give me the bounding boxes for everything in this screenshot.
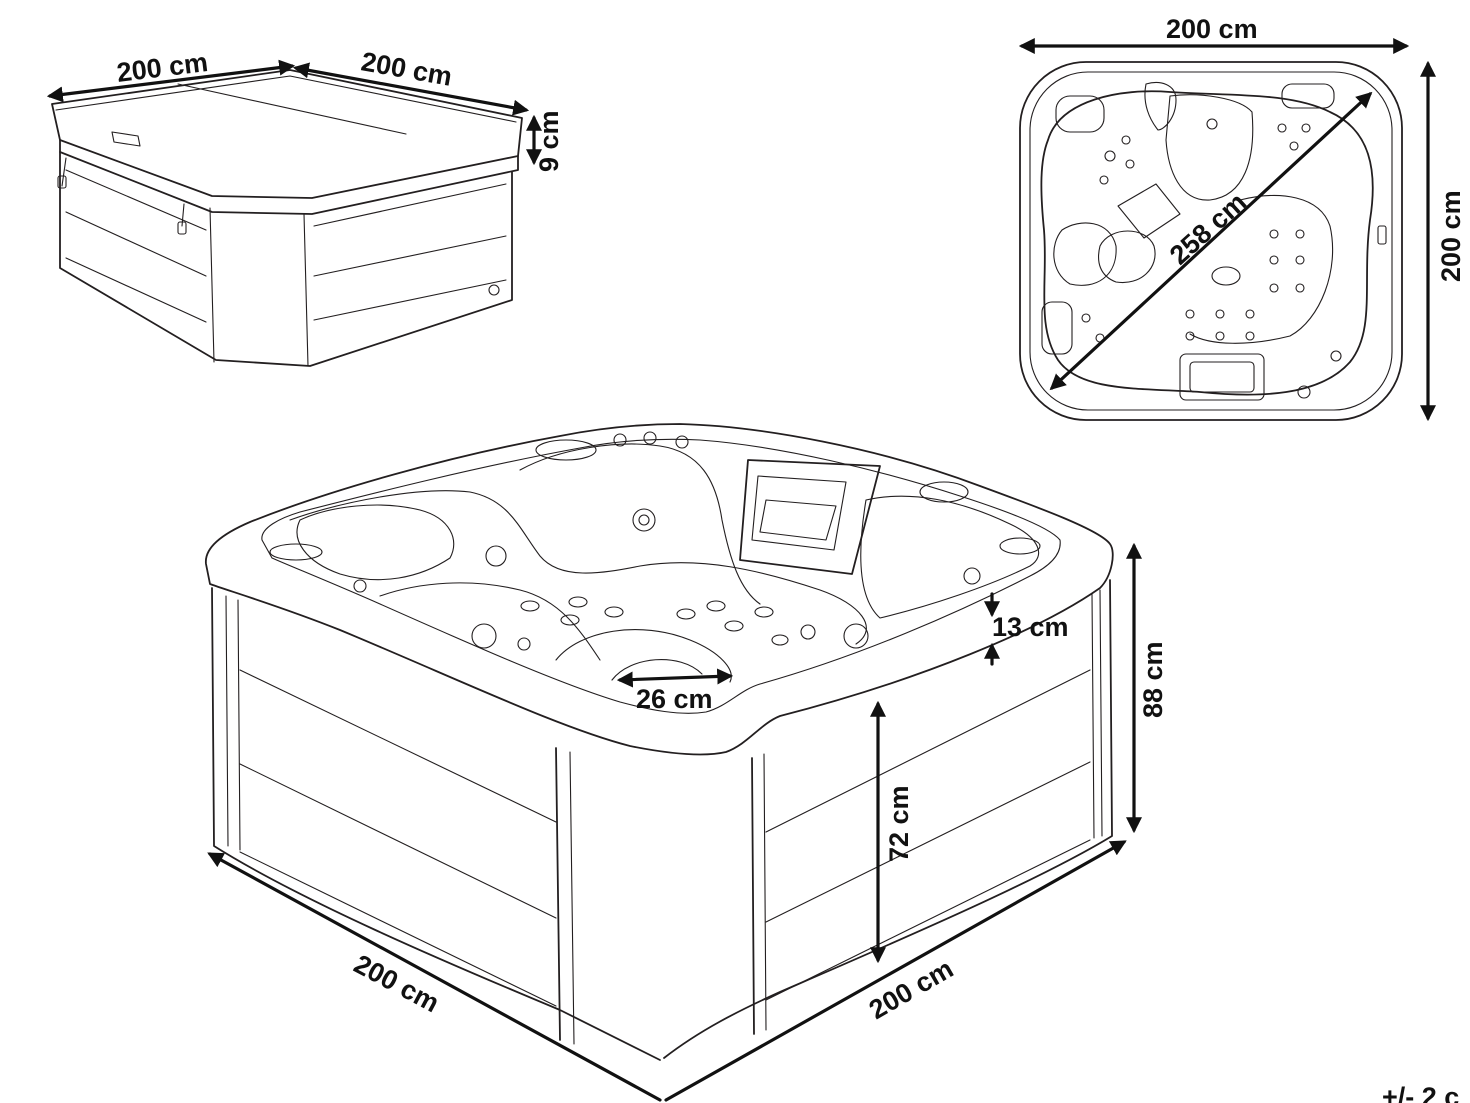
cover-depth-label: 200 cm <box>359 46 454 91</box>
cover-width-label: 200 cm <box>115 47 210 88</box>
total-height-label: 88 cm <box>1138 641 1168 718</box>
tolerance-label: +/- 2 c <box>1382 1082 1459 1103</box>
top-view-dimensions <box>1018 38 1436 422</box>
main-tub-dimensions <box>207 542 1142 1102</box>
top-height-label: 200 cm <box>1436 190 1466 282</box>
step-height-label: 13 cm <box>992 612 1069 642</box>
cover-thickness-label: 9 cm <box>534 110 564 172</box>
base-right-label: 200 cm <box>864 953 958 1025</box>
seat-width-label: 26 cm <box>636 684 713 714</box>
diagonal-label: 258 cm <box>1164 187 1252 271</box>
cover-dimensions <box>46 59 542 166</box>
inner-depth-label: 72 cm <box>884 785 914 862</box>
top-width-label: 200 cm <box>1166 14 1258 44</box>
open-tub-illustration <box>205 423 1114 1061</box>
base-left-label: 200 cm <box>349 949 444 1018</box>
covered-tub-illustration <box>51 69 523 367</box>
